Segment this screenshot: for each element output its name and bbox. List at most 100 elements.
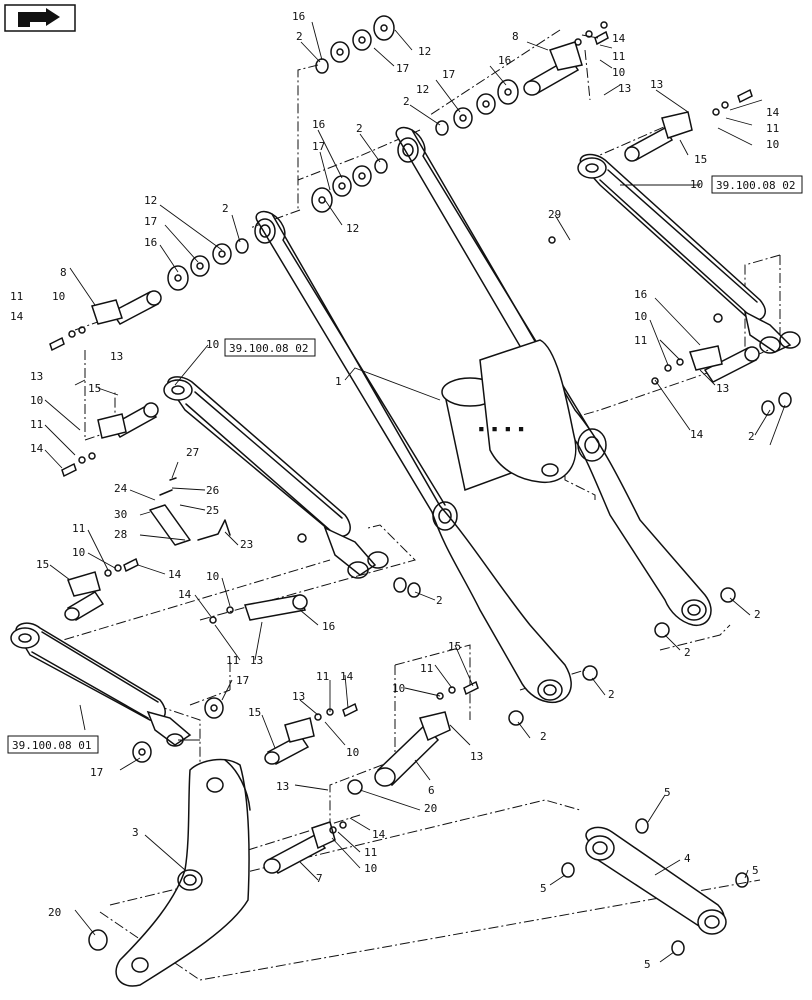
callout-8: 8: [512, 30, 519, 43]
callout-6: 6: [428, 784, 435, 797]
next-page-arrow-icon[interactable]: [4, 4, 76, 32]
callout-14: 11: [72, 522, 85, 535]
pin-6[interactable]: [374, 711, 451, 787]
pivot-bracket[interactable]: [115, 758, 251, 987]
callout-10: 10: [690, 178, 703, 191]
callout-5: 5: [664, 786, 671, 799]
callout-labels: 16 2 12 17 16 17 12 2 8 14 11 10 13 13 1…: [10, 10, 780, 971]
callout-22: 17: [442, 68, 455, 81]
cross-tube[interactable]: ▪ ▪ ▪ ▪: [441, 339, 577, 492]
callout-11: 15: [694, 153, 707, 166]
callout-13: 10: [72, 546, 85, 559]
callout-19: 14: [30, 442, 44, 455]
callout-111: 15: [88, 382, 101, 395]
pin-11-lower-left[interactable]: [64, 571, 105, 622]
callout-26: 26: [206, 484, 219, 497]
lift-cylinder-left[interactable]: [163, 376, 389, 579]
callout-16: 13: [650, 78, 663, 91]
callout-19: 14: [340, 670, 354, 683]
pin-11-top[interactable]: [624, 111, 693, 162]
callout-13: 10: [766, 138, 779, 151]
callout-13: 10: [52, 290, 65, 303]
callout-14: 11: [226, 654, 239, 667]
nameplate-text: ▪ ▪ ▪ ▪: [478, 422, 524, 435]
callout-14: 11: [634, 334, 647, 347]
callout-21: 16: [144, 236, 157, 249]
reference-box-top-right[interactable]: 39.100.08 02: [711, 175, 803, 194]
callout-15: 12: [416, 83, 429, 96]
main-arm-left[interactable]: [254, 210, 572, 704]
callout-13: 10: [612, 66, 625, 79]
callout-21: 16: [292, 10, 305, 23]
callout-17: 14: [178, 588, 192, 601]
callout-1: 1: [335, 375, 342, 388]
link-bar[interactable]: [585, 826, 727, 935]
svg-text:39.100.08 01: 39.100.08 01: [12, 739, 91, 752]
callout-14: 11: [420, 662, 433, 675]
pin-8-top[interactable]: [523, 41, 583, 96]
callout-14: 11: [30, 418, 43, 431]
callout-16: 13: [276, 780, 289, 793]
callout-19: 14: [372, 828, 386, 841]
callout-5: 5: [752, 864, 759, 877]
callout-18: 15: [448, 640, 461, 653]
callout-14: 11: [612, 50, 625, 63]
callout-28: 28: [114, 528, 127, 541]
callout-12: 16: [634, 288, 647, 301]
callout-19: 14: [766, 106, 780, 119]
washers: [88, 15, 792, 956]
callout-15: 12: [418, 45, 431, 58]
callout-22: 17: [396, 62, 409, 75]
callout-17: 14: [690, 428, 704, 441]
callout-11: 15: [248, 706, 261, 719]
callout-13: 10: [634, 310, 647, 323]
pin-12-right[interactable]: [689, 345, 760, 383]
callout-19: 14: [168, 568, 182, 581]
tilt-cylinder[interactable]: [10, 622, 192, 747]
callout-22: 17: [236, 674, 249, 687]
callout-16: 13: [110, 350, 123, 363]
pin-11-left[interactable]: [97, 402, 159, 439]
callout-15: 12: [144, 194, 157, 207]
callout-22: 17: [90, 766, 103, 779]
callout-14: 11: [316, 670, 329, 683]
callout-16: 13: [250, 654, 263, 667]
callout-23: 23: [240, 538, 253, 551]
callout-12: 16: [322, 620, 335, 633]
callout-21: 16: [498, 54, 511, 67]
callout-2: 2: [748, 430, 755, 443]
callout-24: 24: [114, 482, 128, 495]
callout-20: 20: [48, 906, 61, 919]
callout-22: 17: [144, 215, 157, 228]
callout-14: 11: [364, 846, 377, 859]
callout-2: 2: [608, 688, 615, 701]
callout-13: 10: [206, 570, 219, 583]
pin-12-left[interactable]: [244, 594, 308, 621]
callout-2: 2: [540, 730, 547, 743]
callout-19: 14: [10, 310, 24, 323]
callout-14: 11: [766, 122, 779, 135]
reference-box-mid-left[interactable]: 39.100.08 02: [224, 338, 316, 357]
callout-13: 10: [346, 746, 359, 759]
pin-11-mid[interactable]: [264, 717, 315, 765]
callout-2: 2: [754, 608, 761, 621]
callout-3: 3: [132, 826, 139, 839]
pin-7[interactable]: [263, 821, 336, 874]
callout-15: 12: [346, 222, 359, 235]
callout-27: 27: [186, 446, 199, 459]
callout-7: 7: [316, 872, 323, 885]
lift-cylinder-right[interactable]: [577, 153, 801, 354]
callout-11: 15: [36, 558, 49, 571]
pin-8-left[interactable]: [91, 290, 162, 325]
callout-21: 16: [312, 118, 325, 131]
callout-16: 13: [470, 750, 483, 763]
callout-5: 5: [540, 882, 547, 895]
callout-4: 4: [684, 852, 691, 865]
callout-19: 14: [612, 32, 626, 45]
assembly-centerlines: [29, 29, 781, 981]
callout-10: 10: [206, 338, 219, 351]
svg-text:39.100.08 02: 39.100.08 02: [716, 179, 795, 192]
callout-16: 13: [292, 690, 305, 703]
reference-box-bottom-left[interactable]: 39.100.08 01: [7, 735, 99, 754]
